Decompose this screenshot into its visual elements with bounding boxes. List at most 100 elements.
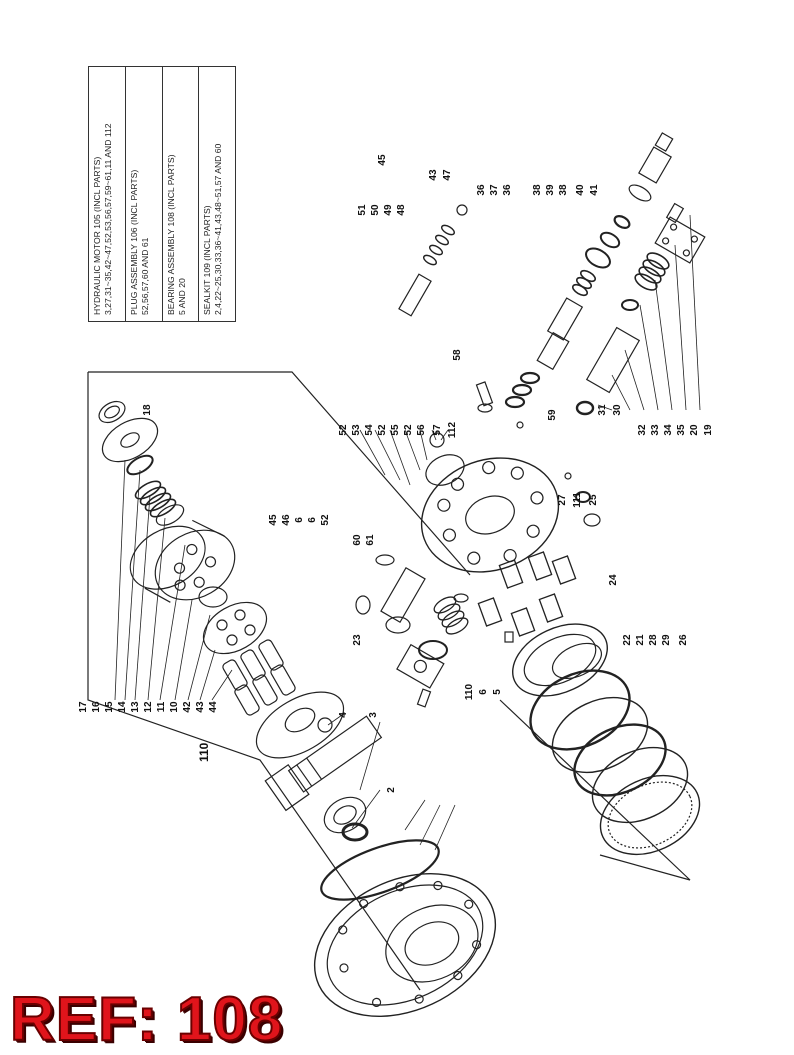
callout-13: 13 [130,701,141,713]
callout-18: 18 [142,404,153,416]
callout-45: 45 [268,514,279,526]
callout-21: 21 [635,634,646,646]
brake-springs [477,551,577,637]
callout-24: 24 [608,574,619,586]
bushing [317,717,333,733]
frame-line [599,854,691,881]
callout-42: 42 [182,701,193,713]
callout-14: 14 [117,701,128,713]
seal-ring [529,669,631,751]
o-ring [320,839,440,901]
callout-2: 2 [386,787,397,793]
ball-guide [198,586,228,608]
callout-49: 49 [383,204,394,216]
valve-boss [425,454,465,486]
callout-41: 41 [589,184,600,196]
callout-16: 16 [91,701,102,713]
backup-ring-2 [591,746,689,824]
seal-ring-2 [573,723,667,797]
callout-43: 43 [195,701,206,713]
frame-line [499,699,691,881]
bearing-inner [333,805,357,825]
callout-51: 51 [357,204,368,216]
callout-6: 6 [307,517,318,523]
bearing-top [98,400,126,424]
friction-disc [599,774,701,856]
valve-cartridge [355,554,426,634]
callout-112: 112 [447,421,458,438]
callout-46: 46 [281,514,292,526]
callout-17: 17 [78,701,89,713]
cylinder-block [129,519,236,603]
ball-52 [564,472,572,480]
spool-group [504,132,674,409]
callout-6: 6 [478,689,489,695]
callout-32: 32 [637,424,648,436]
callout-12: 12 [143,701,154,713]
valve-plate [101,417,159,463]
callout-60: 60 [352,534,363,546]
small-ball [516,421,524,429]
reference-label: REF: 108 [9,984,284,1055]
callout-26: 26 [678,634,689,646]
callout-45: 45 [377,154,388,166]
callout-52: 52 [320,514,331,526]
screw [416,688,432,708]
callout-30: 30 [612,404,623,416]
callout-5: 5 [492,689,503,695]
callout-47: 47 [442,169,453,181]
swash-plate [255,691,345,759]
callout-15: 15 [104,701,115,713]
callout-58: 58 [452,349,463,361]
callout-44: 44 [208,701,219,713]
callout-56: 56 [416,424,427,436]
motor-flange [420,457,560,573]
callout-4: 4 [338,712,349,718]
callout-110: 110 [197,742,211,762]
callout-54: 54 [364,424,375,436]
retainer-plate [202,601,268,655]
o-ring-small [418,640,448,660]
relief-valve [398,204,468,317]
callout-36: 36 [476,184,487,196]
circlip [126,454,154,476]
callout-111: 111 [572,492,583,508]
piston-group [222,639,296,716]
callout-61: 61 [365,534,376,546]
callout-11: 11 [156,701,167,712]
callout-22: 22 [622,634,633,646]
callout-23: 23 [352,634,363,646]
backup-ring [551,696,649,774]
callout-38: 38 [558,184,569,196]
washer [453,593,469,603]
o-ring-60 [575,491,591,503]
callout-37: 37 [489,184,500,196]
callout-48: 48 [396,204,407,216]
callout-31: 31 [597,404,608,416]
plug-screw [665,202,685,224]
callout-50: 50 [370,204,381,216]
spool-right [575,252,670,416]
callout-38: 38 [532,184,543,196]
callout-52: 52 [338,424,349,436]
callout-43: 43 [428,169,439,181]
callout-33: 33 [650,424,661,436]
callout-35: 35 [676,424,687,436]
pin [504,631,514,643]
callout-40: 40 [575,184,586,196]
valve-block [396,643,445,689]
callout-52: 52 [377,424,388,436]
callout-20: 20 [689,424,700,436]
frame-line [87,372,421,991]
callout-34: 34 [663,424,674,436]
callout-59: 59 [547,409,558,421]
callout-55: 55 [390,424,401,436]
callout-3: 3 [368,712,379,718]
callout-19: 19 [703,424,714,436]
callout-39: 39 [545,184,556,196]
callout-28: 28 [648,634,659,646]
gearbox-housing [313,873,497,1017]
plug-61 [583,513,601,527]
spring-small [433,596,469,635]
callout-110: 110 [464,683,475,700]
